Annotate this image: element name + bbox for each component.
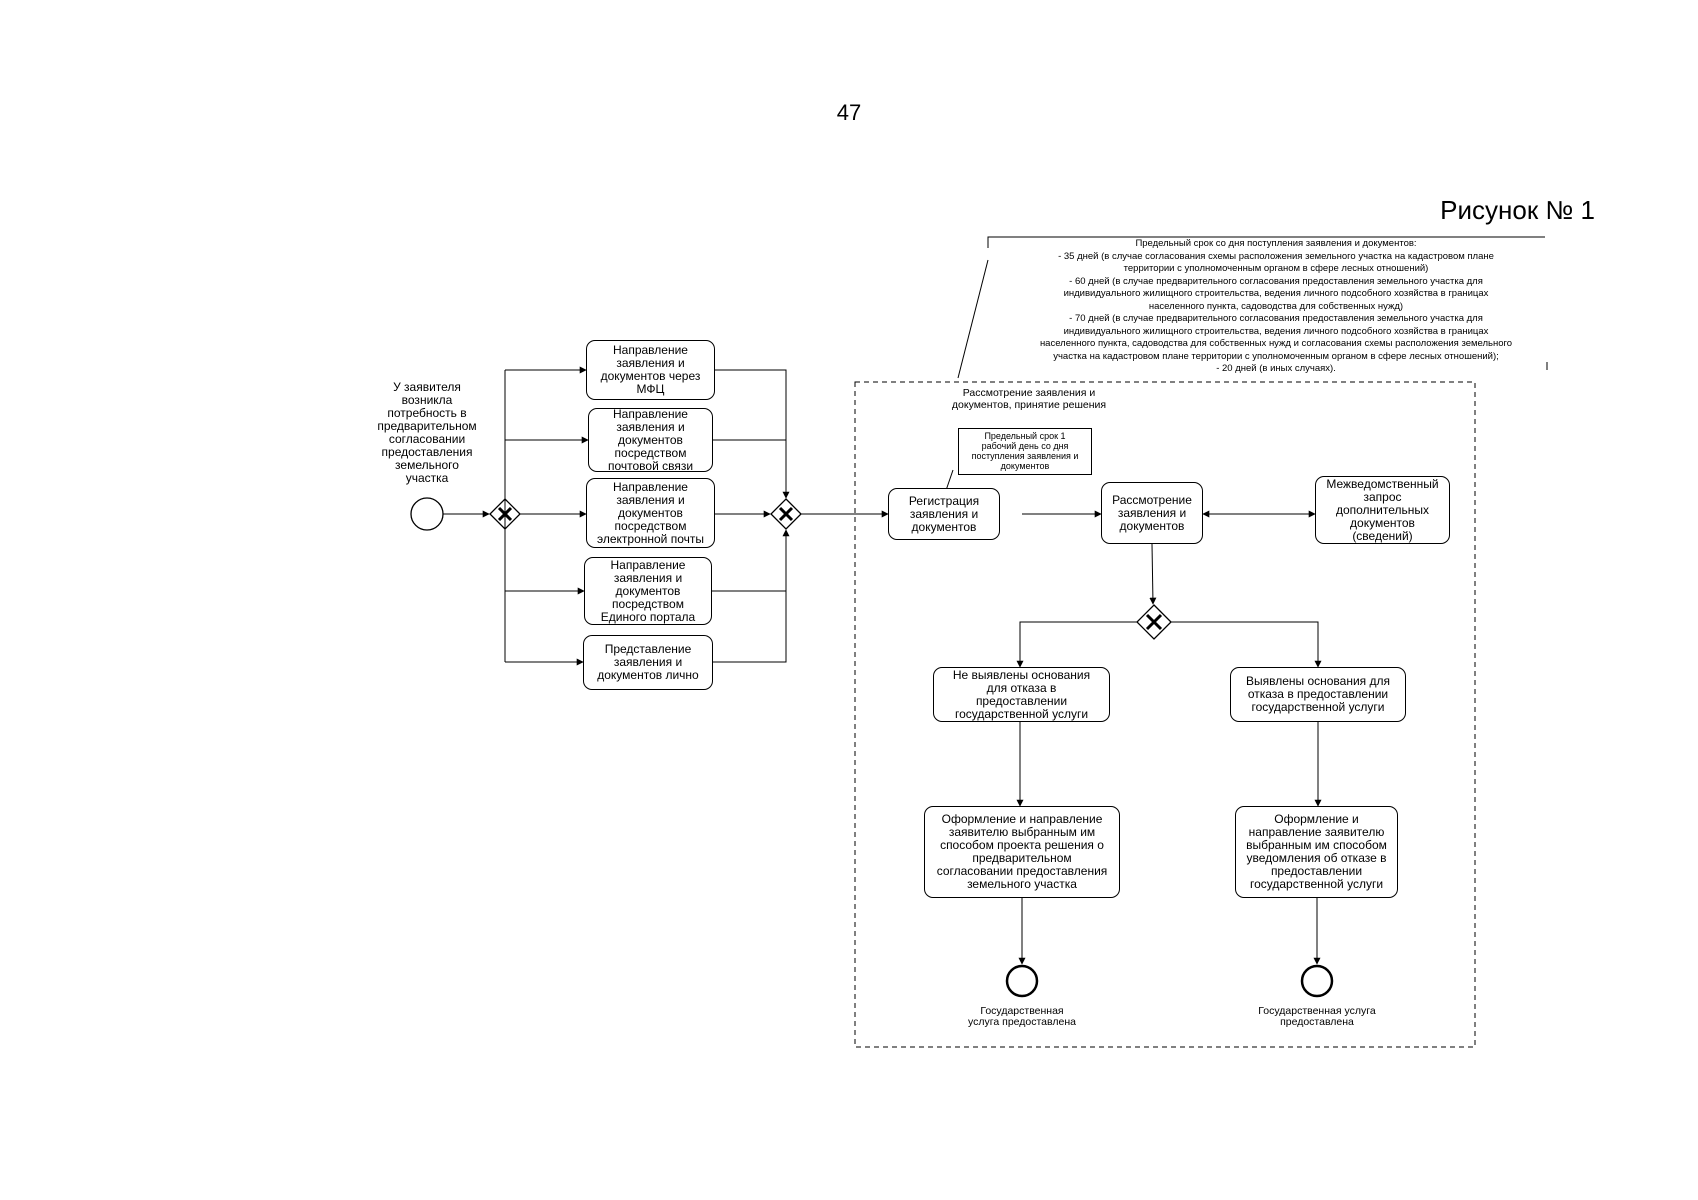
end-event-right	[1300, 964, 1334, 998]
end-event-left	[1005, 964, 1039, 998]
grounds-found-task: Выявлены основания для отказа в предоста…	[1230, 667, 1406, 722]
approval-action-task: Оформление и направление заявителю выбра…	[924, 806, 1120, 898]
channel-post-task: Направление заявления и документов посре…	[588, 407, 713, 472]
channel-in-person-task: Представление заявления и документов лич…	[583, 635, 713, 690]
review-group-title: Рассмотрение заявления и документов, при…	[951, 387, 1107, 411]
end-event-right-label: Государственная услуга предоставлена	[1258, 1005, 1376, 1028]
no-grounds-task: Не выявлены основания для отказа в предо…	[933, 667, 1110, 722]
registration-task: Регистрация заявления и документов	[888, 488, 1000, 540]
registration-deadline-note: Предельный срок 1 рабочий день со дня по…	[958, 428, 1092, 475]
decision-gateway	[1136, 604, 1172, 640]
refusal-action-task: Оформление и направление заявителю выбра…	[1235, 806, 1398, 898]
channel-email-task: Направление заявления и документов посре…	[586, 478, 715, 548]
end-event-left-label: Государственная услуга предоставлена	[968, 1005, 1076, 1028]
figure-label: Рисунок № 1	[1440, 195, 1595, 225]
start-event-label: У заявителя возникла потребность в предв…	[377, 380, 477, 485]
deadline-note: Предельный срок со дня поступления заявл…	[1039, 238, 1513, 374]
page-number: 47	[836, 100, 862, 125]
interagency-request-task: Межведомственный запрос дополнительных д…	[1315, 476, 1450, 544]
start-event	[410, 497, 444, 531]
review-task: Рассмотрение заявления и документов	[1101, 482, 1203, 544]
sequence-flows	[443, 366, 1322, 965]
merge-gateway	[770, 498, 802, 530]
review-group-boundary	[854, 381, 1476, 1048]
deadline-annotation-bracket	[957, 236, 1548, 379]
channel-portal-task: Направление заявления и документов посре…	[584, 557, 712, 625]
channel-mfc-task: Направление заявления и документов через…	[586, 340, 715, 400]
